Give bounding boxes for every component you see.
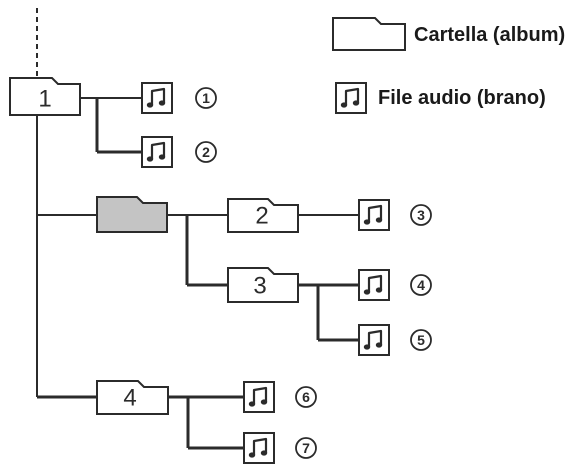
folder-3-label: 3 xyxy=(253,273,266,300)
track-6: 6 xyxy=(242,380,317,414)
tree-connectors xyxy=(36,8,359,450)
track-4: 4 xyxy=(357,268,432,302)
track-number: 2 xyxy=(202,144,210,160)
folder-icon xyxy=(227,267,299,303)
folder-3: 3 xyxy=(227,267,299,303)
folder-icon xyxy=(96,380,169,415)
folder-icon xyxy=(9,77,81,116)
legend: Cartella (album) File audio (brano) xyxy=(332,17,565,115)
legend-folder: Cartella (album) xyxy=(332,17,565,51)
audio-file-icon xyxy=(242,380,276,414)
audio-file-icon xyxy=(242,431,276,465)
track-number: 6 xyxy=(302,389,310,405)
track-number-badge xyxy=(195,141,217,163)
track-number: 5 xyxy=(417,332,425,348)
track-number-badge xyxy=(410,204,432,226)
folder-icon xyxy=(96,196,168,233)
track-5: 5 xyxy=(357,323,432,357)
audio-file-icon xyxy=(334,81,368,115)
track-2: 2 xyxy=(140,135,217,169)
audio-file-icon xyxy=(140,81,174,115)
folder-1-label: 1 xyxy=(38,86,51,113)
legend-file: File audio (brano) xyxy=(334,81,546,115)
track-number: 1 xyxy=(202,90,210,106)
track-number-badge xyxy=(295,386,317,408)
track-number-badge xyxy=(195,87,217,109)
track-1: 1 xyxy=(140,81,217,115)
track-number-badge xyxy=(410,274,432,296)
track-number: 7 xyxy=(302,440,310,456)
track-7: 7 xyxy=(242,431,317,465)
audio-file-icon xyxy=(357,268,391,302)
folder-icon xyxy=(332,17,406,51)
folder-2: 2 xyxy=(227,198,299,233)
folder-2-label: 2 xyxy=(255,203,268,230)
folder-icon xyxy=(227,198,299,233)
folder-1: 1 xyxy=(9,77,81,116)
legend-folder-label: Cartella (album) xyxy=(414,24,565,46)
track-number: 3 xyxy=(417,207,425,223)
legend-file-label: File audio (brano) xyxy=(378,87,546,109)
track-3: 3 xyxy=(357,198,432,232)
audio-file-icon xyxy=(357,323,391,357)
folder-gray xyxy=(96,196,168,233)
folder-4: 4 xyxy=(96,380,169,415)
audio-file-icon xyxy=(140,135,174,169)
track-number-badge xyxy=(295,437,317,459)
track-number-badge xyxy=(410,329,432,351)
track-number: 4 xyxy=(417,277,425,293)
audio-file-icon xyxy=(357,198,391,232)
folder-4-label: 4 xyxy=(123,385,136,412)
